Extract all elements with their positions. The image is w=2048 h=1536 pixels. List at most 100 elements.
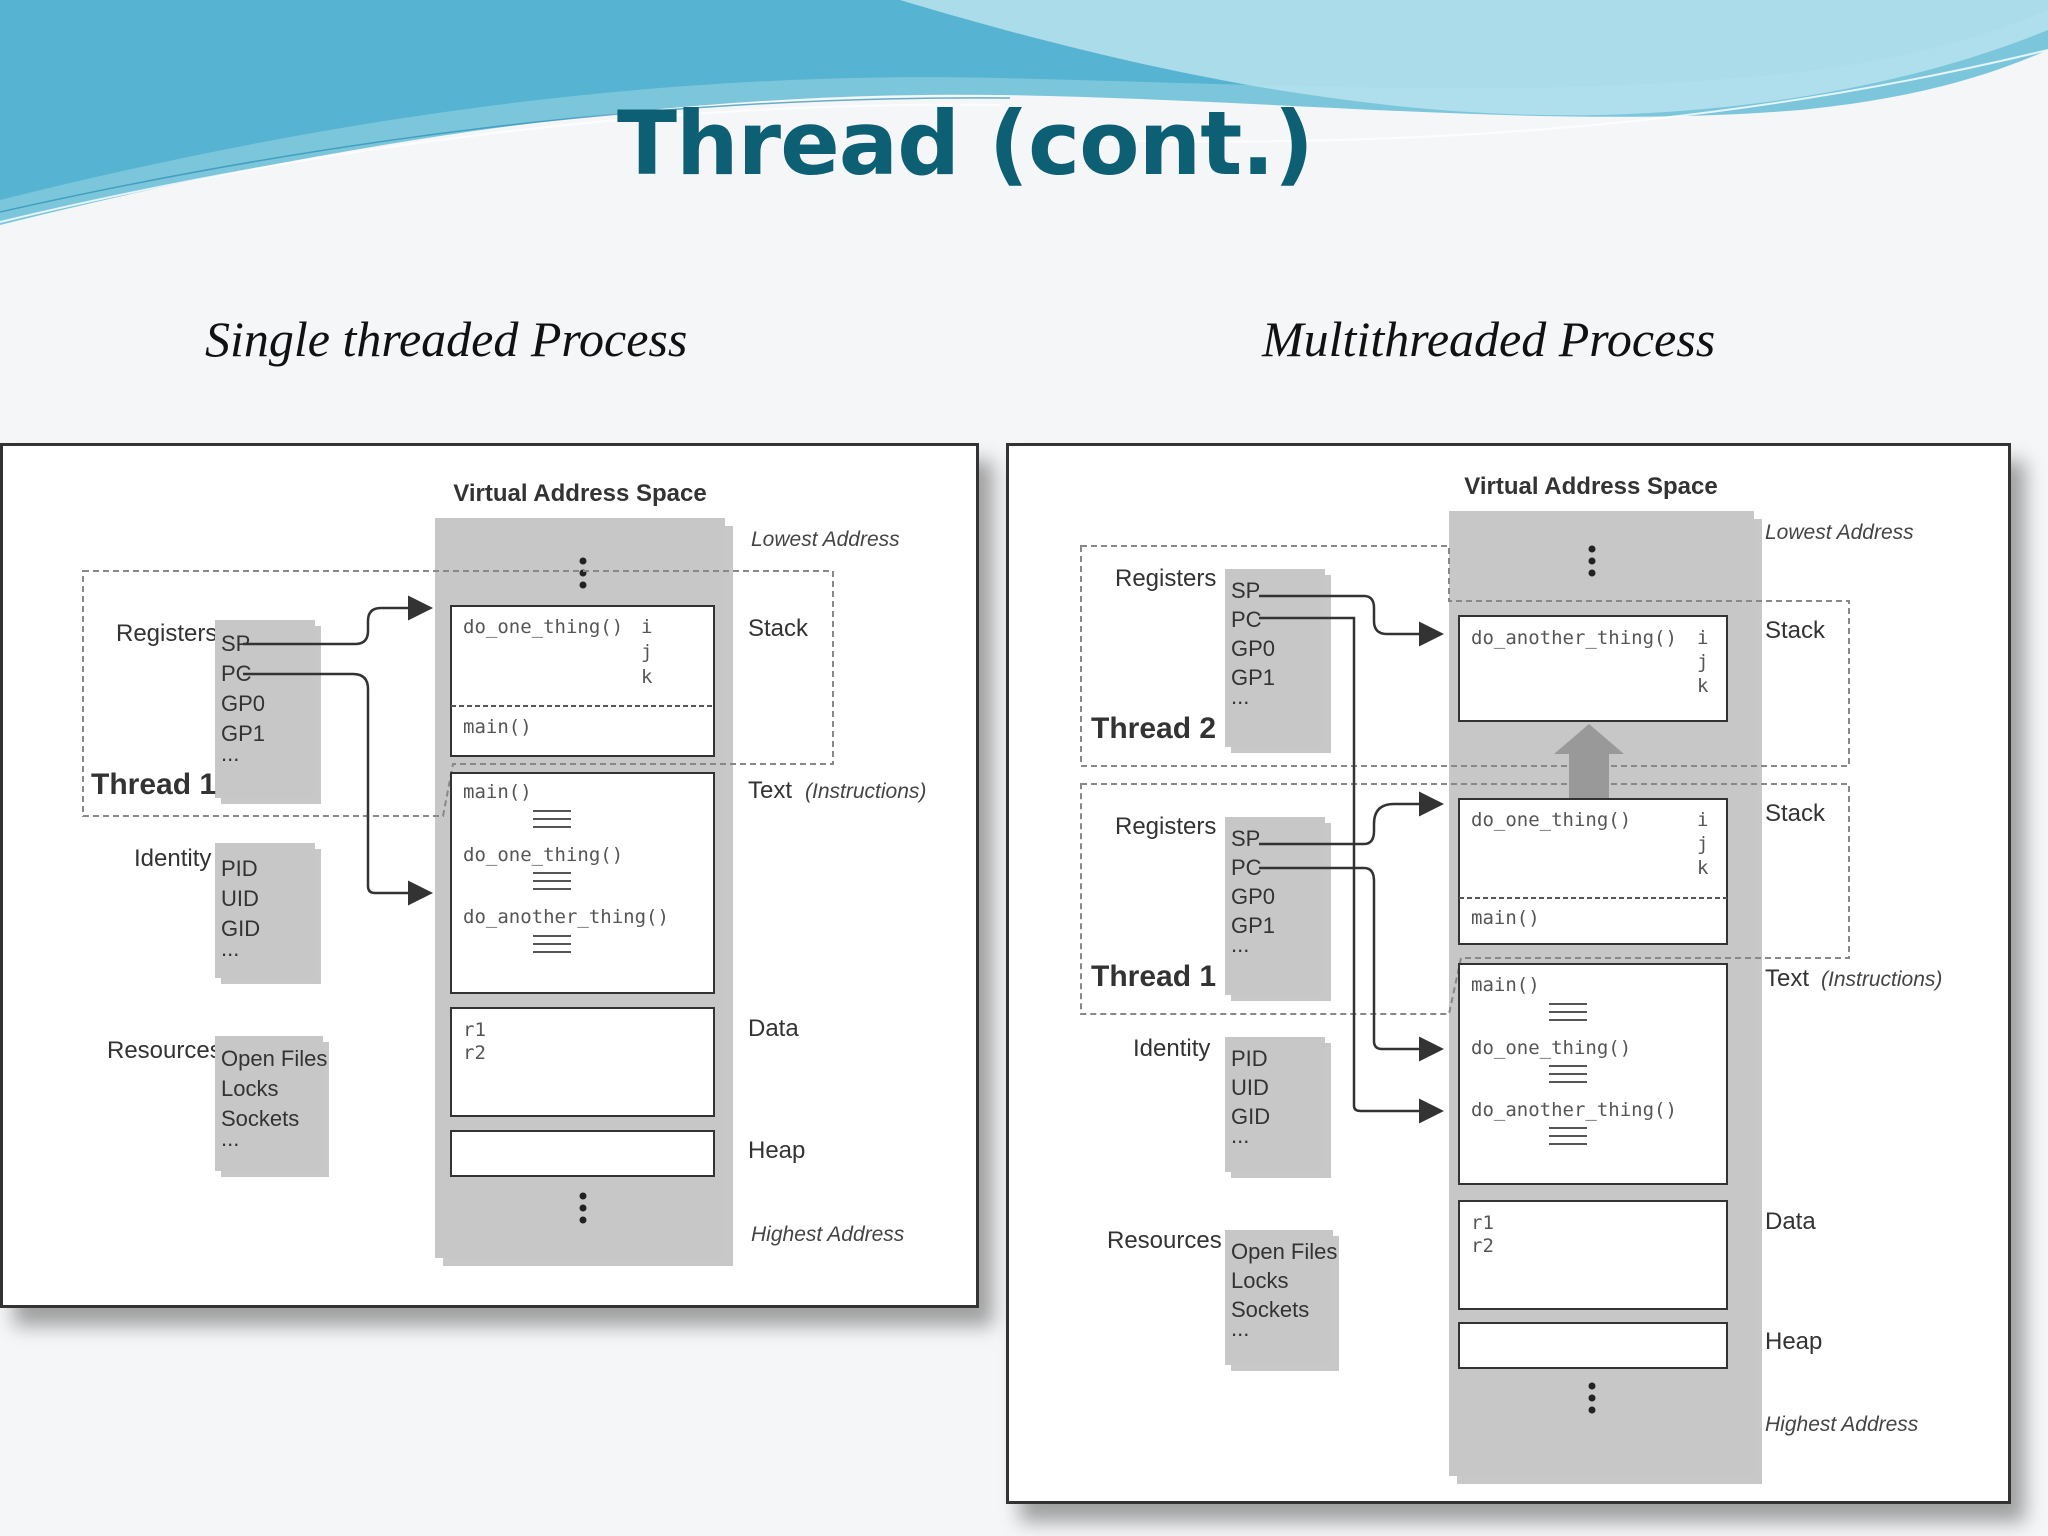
diagram-text: (Instructions) <box>805 780 926 803</box>
thread1-registers-box <box>1225 817 1325 995</box>
identity-label: Identity <box>1133 1035 1210 1062</box>
thread2-registers-box <box>1225 569 1325 747</box>
diagram-text: ... <box>221 936 239 961</box>
diagram-text: GP1 <box>1231 913 1275 938</box>
diagram-text: PC <box>1231 607 1262 632</box>
thread1-stack-box <box>1458 798 1728 945</box>
diagram-text: main() <box>463 781 532 803</box>
heap-box <box>450 1130 715 1177</box>
lowest-address-label: Lowest Address <box>751 528 900 551</box>
diagram-text: Open Files <box>221 1046 327 1071</box>
single-threaded-diagram: Virtual Address Space Lowest Address do_… <box>0 443 979 1308</box>
diagram-text: Locks <box>221 1076 278 1101</box>
text-box <box>1458 963 1728 1185</box>
heap-label: Heap <box>1765 1328 1822 1355</box>
identity-box <box>215 843 315 978</box>
thread2-label: Thread 2 <box>1091 712 1216 745</box>
caption-multithreaded: Multithreaded Process <box>1262 311 1716 367</box>
thread1-label: Thread 1 <box>1091 960 1216 993</box>
diagram-text: j <box>1697 833 1708 855</box>
thread2-stack-label: Stack <box>1765 617 1826 644</box>
diagram-text: do_one_thing() <box>463 844 623 866</box>
thread2-registers-label: Registers <box>1115 565 1216 592</box>
header-waves <box>0 0 2048 225</box>
diagram-text: do_one_thing() <box>1471 809 1631 831</box>
diagram-text: k <box>1697 857 1709 879</box>
heap-label: Heap <box>748 1137 805 1164</box>
diagram-text: j <box>1697 651 1708 673</box>
thread1-stack-label: Stack <box>1765 800 1826 827</box>
diagram-text: Sockets <box>1231 1297 1309 1322</box>
highest-address-label: Highest Address <box>1765 1413 1919 1436</box>
diagram-text: ... <box>1231 1316 1249 1341</box>
diagram-text: PC <box>1231 855 1262 880</box>
diagram-text: GP0 <box>1231 884 1275 909</box>
diagram-text: Open Files <box>1231 1239 1337 1264</box>
identity-box <box>1225 1037 1325 1172</box>
lowest-address-label: Lowest Address <box>1765 521 1914 544</box>
diagram-text: GP0 <box>221 691 265 716</box>
diagram-text: do_one_thing() <box>1471 1037 1631 1059</box>
resources-label: Resources <box>1107 1227 1222 1254</box>
multithreaded-diagram: Virtual Address Space Lowest Address do_… <box>1006 443 2011 1504</box>
diagram-text: GP1 <box>221 721 265 746</box>
resources-box <box>1225 1230 1333 1365</box>
stack-fn-one: do_one_thing() <box>463 616 623 638</box>
diagram-text: UID <box>221 886 259 911</box>
thread1-registers-label: Registers <box>1115 813 1216 840</box>
diagram-text: r2 <box>463 1042 486 1064</box>
diagram-text: i <box>1697 809 1708 831</box>
diagram-text: GP0 <box>1231 636 1275 661</box>
registers-box <box>215 620 315 798</box>
diagram-text: ... <box>1231 1123 1249 1148</box>
stack-main: main() <box>463 716 532 738</box>
diagram-text: j <box>641 641 652 663</box>
thread1-label: Thread 1 <box>91 768 216 801</box>
resources-label: Resources <box>107 1037 222 1064</box>
diagram-text: GID <box>1231 1104 1270 1129</box>
thread1-region <box>82 570 834 817</box>
diagram-text: ... <box>221 741 239 766</box>
diagram-text: ... <box>1231 932 1249 957</box>
diagram-text: do_another_thing() <box>463 906 669 928</box>
thread1-region <box>1080 783 1850 1015</box>
highest-address-label: Highest Address <box>751 1223 905 1246</box>
diagram-text: main() <box>1471 974 1540 996</box>
vas-title: Virtual Address Space <box>1464 473 1717 500</box>
data-box <box>450 1007 715 1117</box>
diagram-text: ... <box>1231 684 1249 709</box>
diagram-text: k <box>641 666 653 688</box>
diagram-text: PID <box>221 856 258 881</box>
diagram-text: do_another_thing() <box>1471 627 1677 649</box>
text-label: Text <box>748 777 792 804</box>
data-label: Data <box>1765 1208 1816 1235</box>
diagram-text: GID <box>221 916 260 941</box>
diagram-text: SP <box>1231 826 1260 851</box>
diagram-text: SP <box>1231 578 1260 603</box>
diagram-text: main() <box>1471 907 1540 929</box>
identity-label: Identity <box>134 845 211 872</box>
text-label: Text <box>1765 965 1809 992</box>
vas-title: Virtual Address Space <box>453 480 706 507</box>
slide-title: Thread (cont.) <box>617 92 1314 195</box>
diagram-text: GP1 <box>1231 665 1275 690</box>
diagram-text: Locks <box>1231 1268 1288 1293</box>
diagram-text: i <box>1697 627 1708 649</box>
caption-single-threaded: Single threaded Process <box>205 311 688 367</box>
stack-label: Stack <box>748 615 809 642</box>
resources-box <box>215 1036 323 1171</box>
heap-box <box>1458 1322 1728 1369</box>
diagram-text: k <box>1697 675 1709 697</box>
diagram-text: r1 <box>1471 1212 1494 1234</box>
diagram-text: Sockets <box>221 1106 299 1131</box>
diagram-text: r2 <box>1471 1235 1494 1257</box>
diagram-text: do_another_thing() <box>1471 1099 1677 1121</box>
stack-box <box>450 605 715 757</box>
registers-label: Registers <box>116 620 217 647</box>
thread2-region <box>1080 545 1850 767</box>
diagram-text: r1 <box>463 1019 486 1041</box>
diagram-text: i <box>641 616 652 638</box>
diagram-text: PID <box>1231 1046 1268 1071</box>
diagram-text: UID <box>1231 1075 1269 1100</box>
data-box <box>1458 1200 1728 1310</box>
